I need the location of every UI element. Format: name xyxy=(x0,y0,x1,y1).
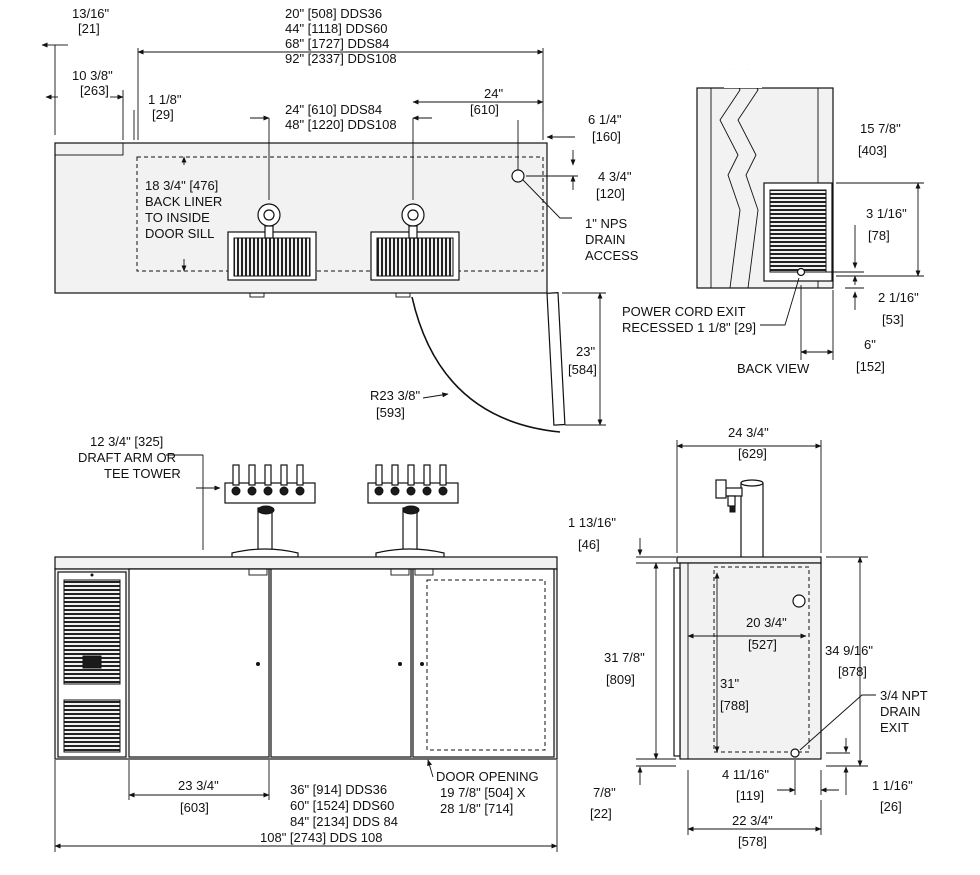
dim-2-1-16: 2 1/16"[53] xyxy=(878,290,919,327)
side-fitting xyxy=(792,594,806,608)
dim-15-7-8: 15 7/8"[403] xyxy=(858,121,901,158)
door-3-glass xyxy=(412,568,555,758)
power-cord-exit xyxy=(796,267,806,277)
side-cabinet xyxy=(679,562,822,760)
open-door xyxy=(546,292,566,426)
side-faucet xyxy=(715,479,764,559)
dim-1-13-16: 1 13/16"[46] xyxy=(568,515,616,552)
drain-access-hole xyxy=(511,169,525,183)
dim-34-9-16: 34 9/16"[878] xyxy=(825,643,873,679)
dim-24-3-4: 24 3/4"[629] xyxy=(728,425,769,461)
back-view: 15 7/8"[403] 3 1/16"[78] 2 1/16"[53] 6"[… xyxy=(622,69,924,376)
door-1 xyxy=(128,568,270,758)
drain-exit-hole xyxy=(790,748,800,758)
dim-6-1-4: 6 1/4"[160] xyxy=(588,112,622,144)
tap-assembly-left xyxy=(227,203,317,281)
dim-door-depth: 23"[584] xyxy=(568,344,597,377)
tap-assembly-right xyxy=(370,203,460,281)
dim-6: 6"[152] xyxy=(856,337,885,374)
dim-20-3-4: 20 3/4"[527] xyxy=(746,615,787,652)
side-top xyxy=(676,556,822,564)
dim-3-1-16: 3 1/16"[78] xyxy=(866,206,907,243)
top-view: 13/16"[21] 10 3/8"[263] 1 1/8"[29] 20" [… xyxy=(41,6,639,433)
tee-tower-right xyxy=(367,464,459,558)
dim-31: 31"[788] xyxy=(720,676,749,713)
side-view: 24 3/4"[629] 1 13/16"[46] 31 7/8"[809] 2… xyxy=(568,425,928,849)
dim-31-7-8: 31 7/8"[809] xyxy=(604,650,645,687)
dim-door-radius: R23 3/8"[593] xyxy=(370,388,421,420)
top-left-cap xyxy=(54,142,124,156)
front-countertop xyxy=(54,556,558,570)
dim-4-11-16: 4 11/16"[119] xyxy=(722,767,769,803)
dim-22-3-4: 22 3/4"[578] xyxy=(732,813,773,849)
dim-23-3-4: 23 3/4"[603] xyxy=(178,778,219,815)
dim-1-1-8: 1 1/8"[29] xyxy=(148,92,182,122)
back-liner-outline xyxy=(136,156,544,272)
door-2 xyxy=(270,568,412,758)
dim-10-3-8: 10 3/8"[263] xyxy=(72,68,113,98)
dim-7-8: 7/8"[22] xyxy=(590,785,616,821)
back-view-title: BACK VIEW xyxy=(737,361,810,376)
dim-4-3-4: 4 3/4"[120] xyxy=(596,169,632,201)
tee-tower-left xyxy=(224,464,316,558)
door-swing-arc xyxy=(411,296,561,433)
dim-24-right: 24"[610] xyxy=(470,86,503,117)
dim-13-16: 13/16"[21] xyxy=(72,6,110,36)
dim-1-1-16: 1 1/16"[26] xyxy=(872,778,913,814)
